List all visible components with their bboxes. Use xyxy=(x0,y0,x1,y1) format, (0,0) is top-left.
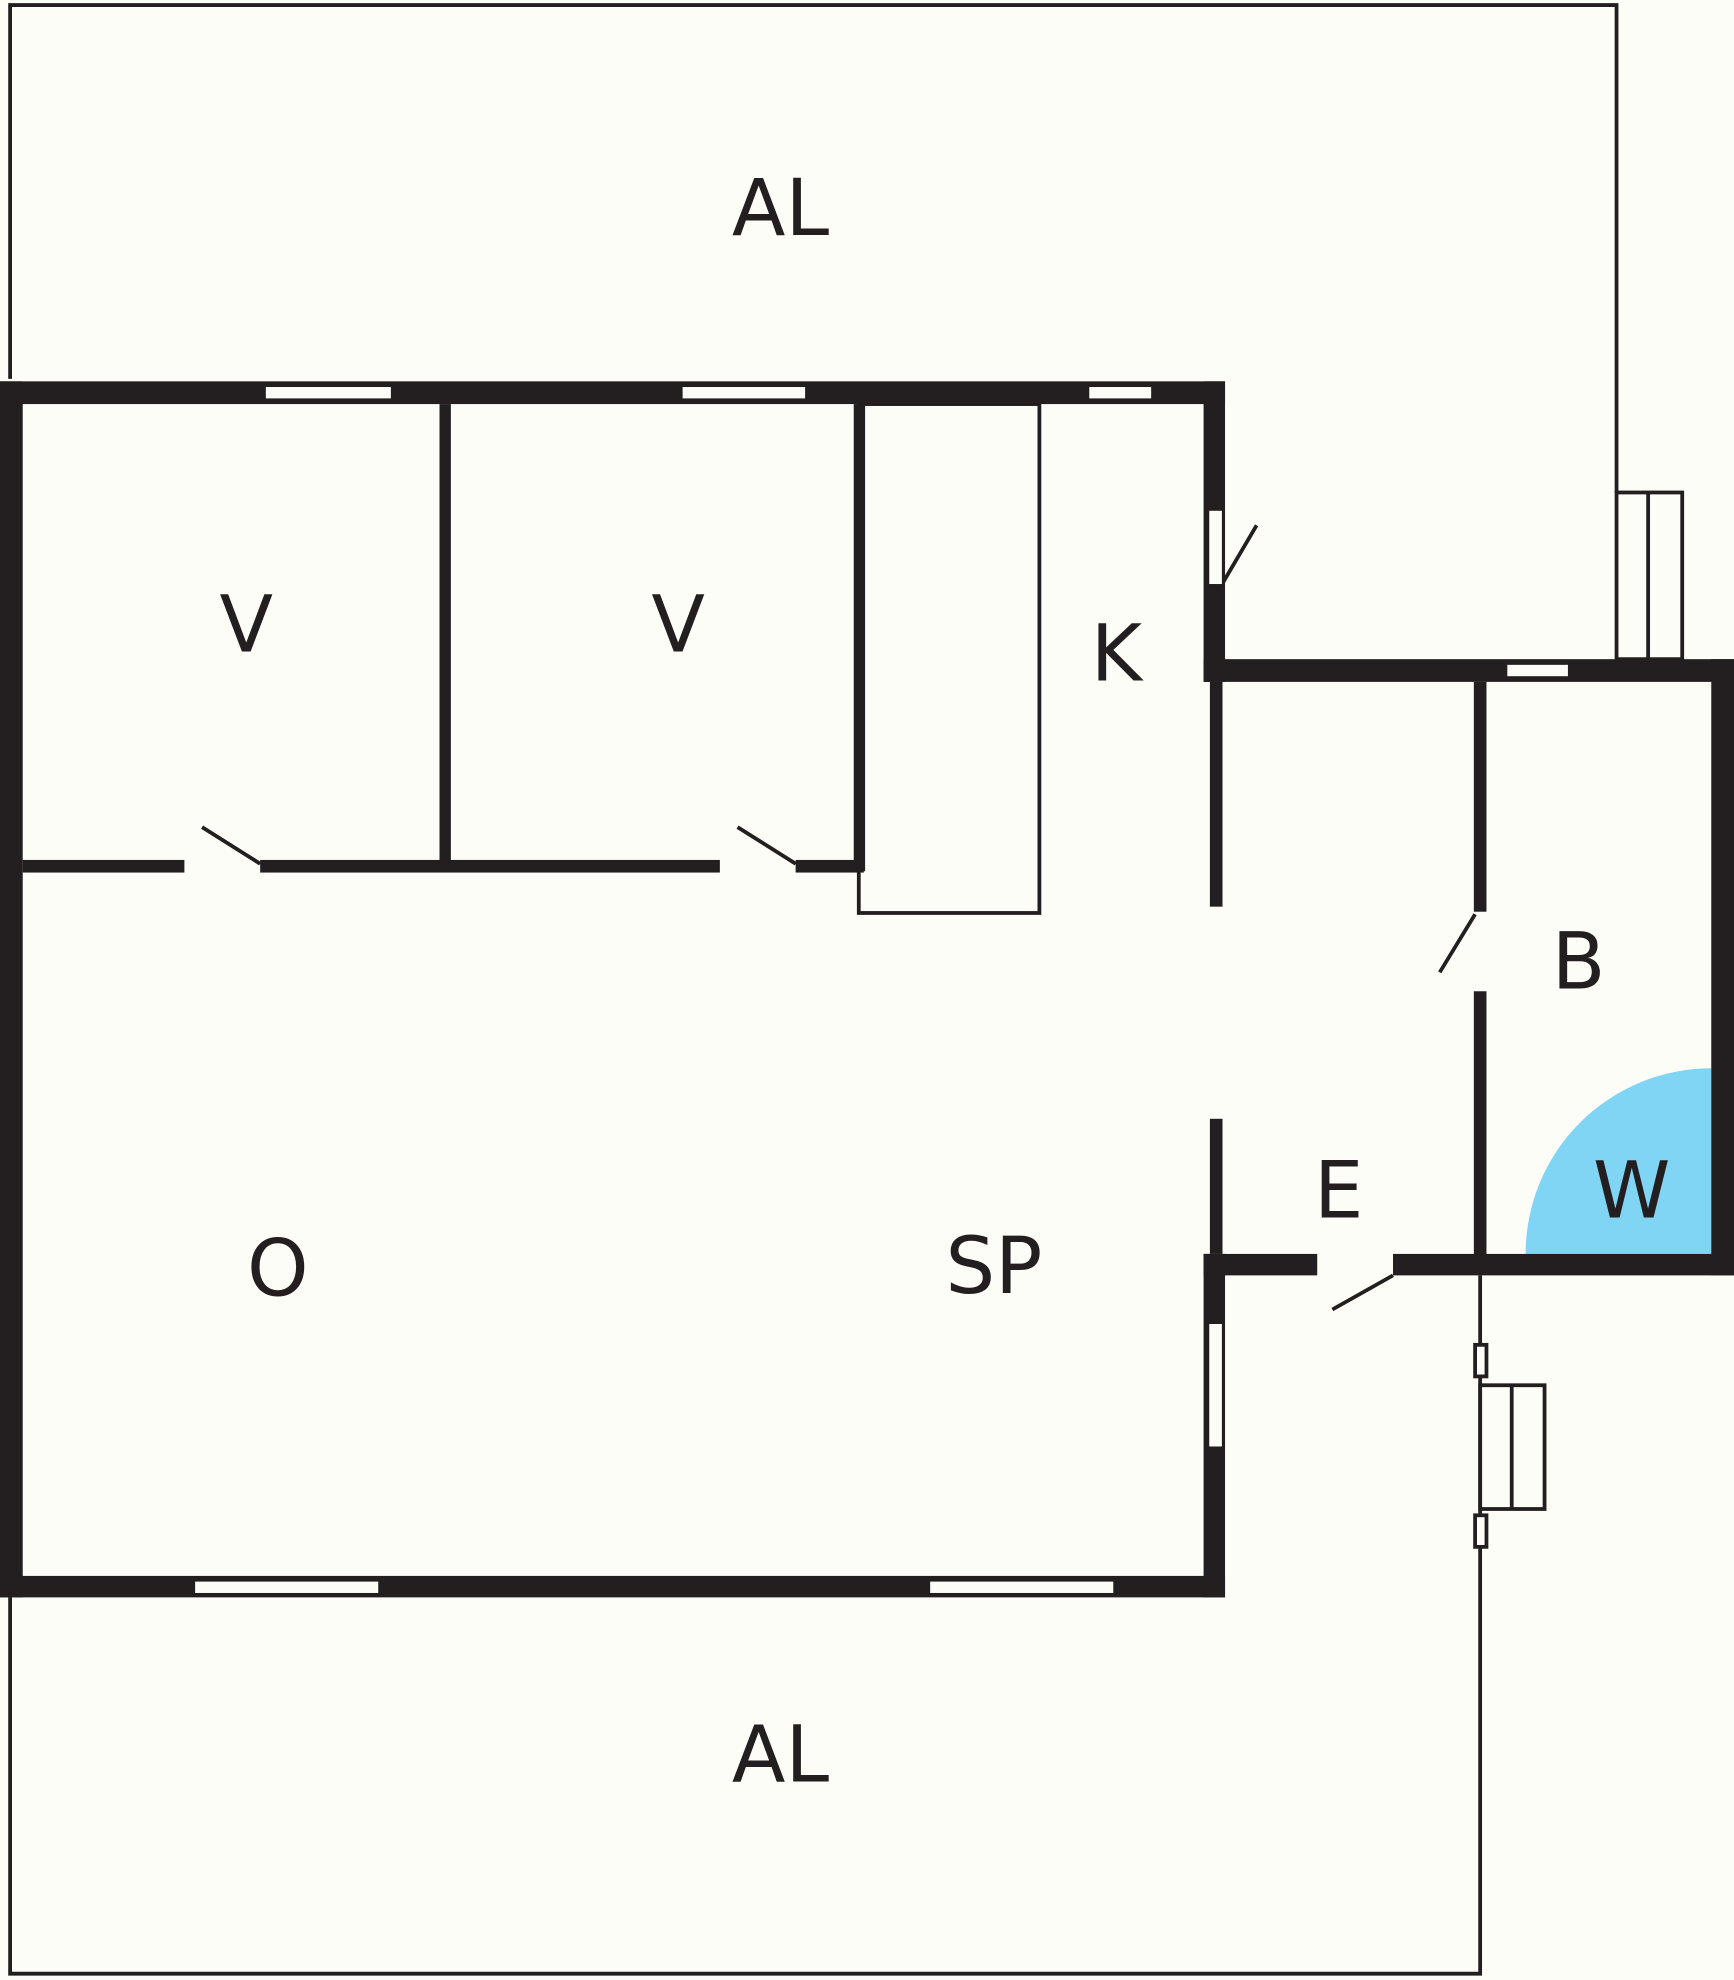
label-bedroom-1: V xyxy=(219,580,273,671)
label-balcony-bottom: AL xyxy=(732,1710,830,1801)
door-swing xyxy=(736,825,797,866)
washer-area xyxy=(1525,1068,1712,1254)
windows xyxy=(193,385,1570,1595)
label-bedroom-2: V xyxy=(651,580,705,671)
door-swing xyxy=(1331,1273,1394,1312)
label-dining: SP xyxy=(945,1221,1042,1312)
label-entrance: E xyxy=(1314,1145,1363,1236)
room-labels: AL V V K B W E O SP AL xyxy=(219,163,1670,1801)
label-bathroom: B xyxy=(1552,917,1606,1008)
label-kitchen: K xyxy=(1091,609,1144,700)
door-swing xyxy=(1438,913,1477,974)
label-balcony-top: AL xyxy=(732,163,830,254)
label-washer: W xyxy=(1593,1145,1670,1236)
door-swing xyxy=(1220,524,1259,585)
label-living: O xyxy=(247,1224,309,1315)
door-swing xyxy=(201,825,262,866)
